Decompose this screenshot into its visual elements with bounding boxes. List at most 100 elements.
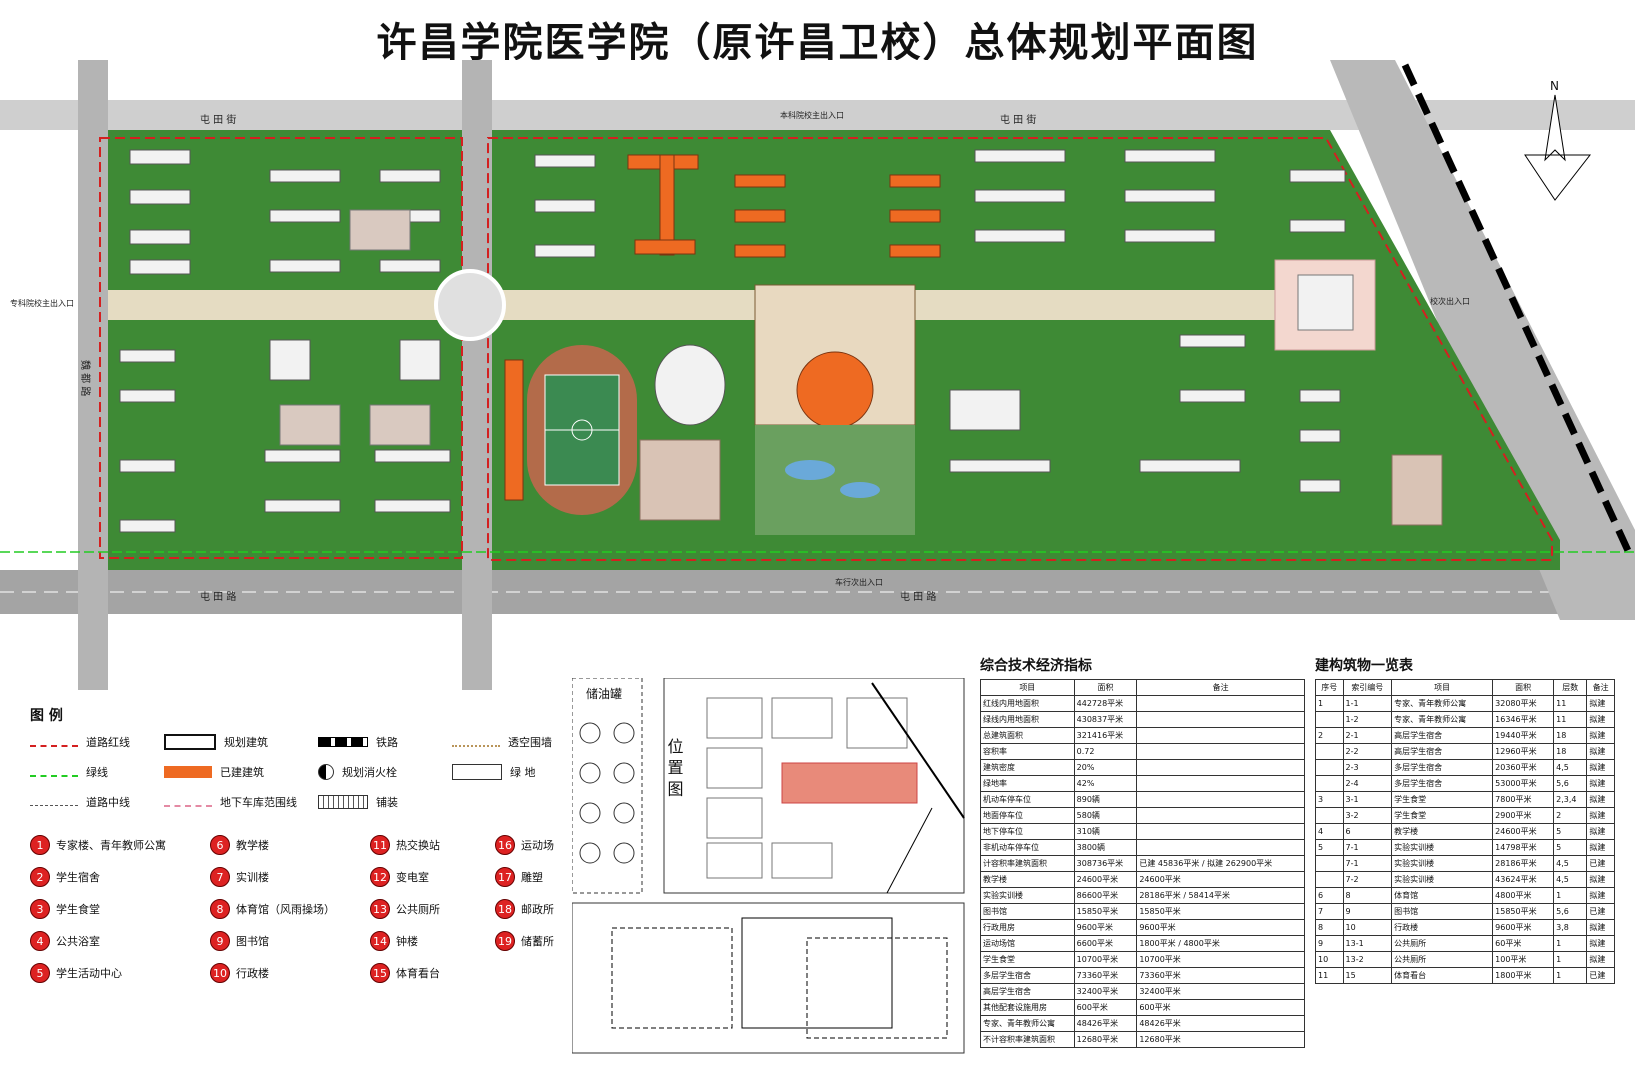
- building-number-badge: 3: [30, 899, 50, 919]
- table-cell: 10700平米: [1136, 951, 1305, 968]
- table-cell: 建筑密度: [980, 759, 1075, 776]
- table-header-cell: 面积: [1073, 679, 1138, 696]
- table-cell: 3,8: [1553, 919, 1588, 936]
- site-plan-map[interactable]: 屯 田 街 屯 田 街 屯 田 路 屯 田 路 魏 都 路 本科院校主出入口 专…: [0, 60, 1635, 690]
- table-cell: 1: [1553, 951, 1588, 968]
- building-legend-label: 学生活动中心: [56, 967, 122, 980]
- building-legend-item: 8 体育馆（风雨操场）: [210, 899, 370, 919]
- table-cell: 48426平米: [1136, 1015, 1305, 1032]
- table-cell: 11: [1553, 711, 1588, 728]
- legend-label: 透空围墙: [508, 736, 552, 749]
- table-cell: 15850平米: [1073, 903, 1138, 920]
- road-left: [78, 60, 108, 690]
- table-cell: 8: [1342, 887, 1393, 904]
- table-cell: 4,5: [1553, 759, 1588, 776]
- table-cell: 11: [1553, 695, 1588, 712]
- building-legend-label: 体育看台: [396, 967, 440, 980]
- building-number-badge: 13: [370, 899, 390, 919]
- table-cell: 7: [1315, 903, 1344, 920]
- label-entrance-bottom: 车行次出入口: [835, 577, 883, 587]
- building-number-badge: 14: [370, 931, 390, 951]
- table-cell: 公共厕所: [1391, 935, 1494, 952]
- table-header-cell: 备注: [1136, 679, 1305, 696]
- table-cell: 2900平米: [1492, 807, 1555, 824]
- table-cell: 运动场馆: [980, 935, 1075, 952]
- building-number-badge: 11: [370, 835, 390, 855]
- legend-label: 铁路: [376, 736, 398, 749]
- building-legend-label: 学生宿舍: [56, 871, 100, 884]
- table-cell: 拟建: [1586, 791, 1615, 808]
- legend-item-built: 已建建筑: [164, 763, 314, 781]
- table-cell: 其他配套设施用房: [980, 999, 1075, 1016]
- table-cell: 24600平米: [1492, 823, 1555, 840]
- table-cell: [1315, 871, 1344, 888]
- table-cell: 48426平米: [1073, 1015, 1138, 1032]
- building-legend-label: 热交换站: [396, 839, 440, 852]
- table-cell: 28186平米: [1492, 855, 1555, 872]
- table-cell: 7-1: [1342, 855, 1393, 872]
- built-buildings: [504, 154, 941, 501]
- site-plan-svg: 屯 田 街 屯 田 街 屯 田 路 屯 田 路 魏 都 路 本科院校主出入口 专…: [0, 60, 1635, 690]
- table-cell: 2: [1315, 727, 1344, 744]
- site-location: [781, 762, 918, 804]
- building-number-badge: 8: [210, 899, 230, 919]
- table-cell: [1315, 855, 1344, 872]
- table-cell: 13-1: [1342, 935, 1393, 952]
- table-cell: 4,5: [1553, 855, 1588, 872]
- building-legend-label: 学生食堂: [56, 903, 100, 916]
- table-cell: [1315, 743, 1344, 760]
- table-cell: 14798平米: [1492, 839, 1555, 856]
- table-cell: 18: [1553, 727, 1588, 744]
- building-legend-label: 体育馆（风雨操场）: [236, 903, 335, 916]
- building-number-badge: 10: [210, 963, 230, 983]
- legend-item-center: 道路中线: [30, 793, 160, 811]
- table-cell: 实验实训楼: [1391, 839, 1494, 856]
- legend-label: 绿线: [86, 766, 108, 779]
- legend-item-wall: 透空围墙: [452, 733, 572, 751]
- table-cell: 4800平米: [1492, 887, 1555, 904]
- table-cell: [1136, 775, 1305, 792]
- table-cell: 600平米: [1136, 999, 1305, 1016]
- table-cell: 地下停车位: [980, 823, 1075, 840]
- location-map: 储油罐 位 置 图: [571, 677, 972, 1068]
- legend-label: 规划建筑: [224, 736, 268, 749]
- compass: N: [1524, 79, 1592, 201]
- legend-item-redline: 道路红线: [30, 733, 160, 751]
- courts: [639, 439, 1443, 526]
- table-cell: 体育馆: [1391, 887, 1494, 904]
- table-cell: 1-1: [1342, 695, 1393, 712]
- table-cell: 多层学生宿舍: [1391, 759, 1494, 776]
- road-top: [0, 100, 1635, 130]
- table-cell: 9: [1315, 935, 1344, 952]
- legend-label: 道路红线: [86, 736, 130, 749]
- table-cell: 3800辆: [1073, 839, 1138, 856]
- table-cell: 9600平米: [1073, 919, 1138, 936]
- table-header-row: 序号索引编号项目面积层数备注: [1315, 679, 1615, 696]
- table-cell: 拟建: [1586, 695, 1615, 712]
- table-cell: 15850平米: [1136, 903, 1305, 920]
- legend-item-rail: 铁路: [318, 733, 448, 751]
- legend-item-garage: 地下车库范围线: [164, 793, 314, 811]
- legend-label: 规划消火栓: [342, 766, 397, 779]
- table-cell: 16346平米: [1492, 711, 1555, 728]
